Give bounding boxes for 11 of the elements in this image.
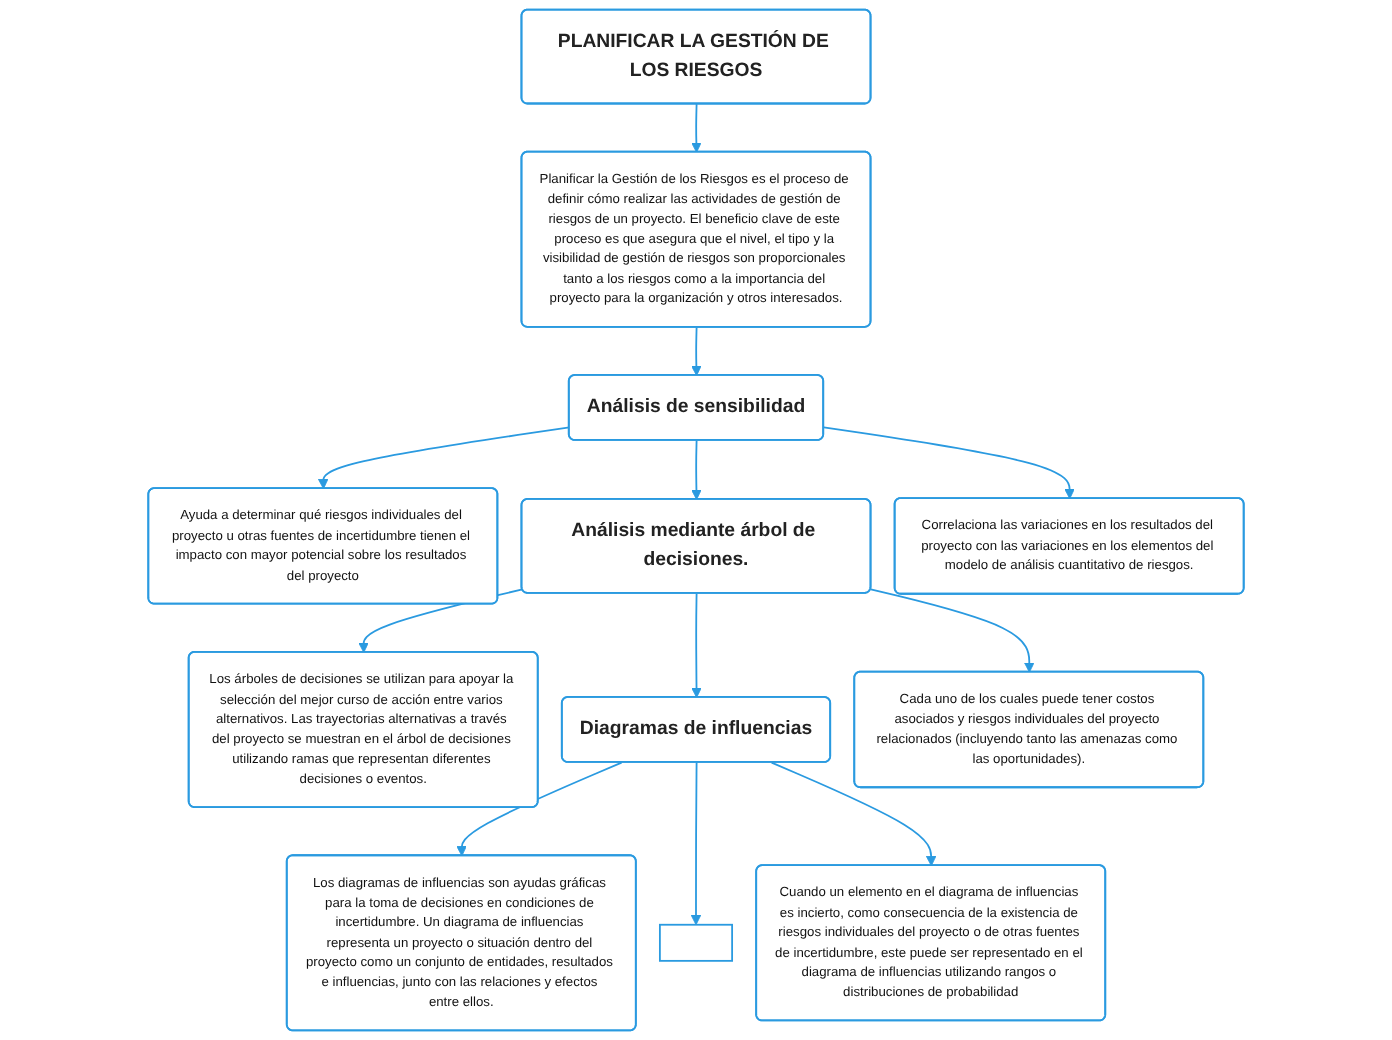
arrow <box>770 761 937 867</box>
arrow <box>690 761 702 926</box>
arrow <box>456 761 623 857</box>
arrow <box>691 103 702 153</box>
arrow <box>869 588 1035 673</box>
arrow <box>822 426 1075 500</box>
node-box <box>659 923 733 962</box>
arrow <box>691 592 702 699</box>
arrow <box>317 426 571 490</box>
arrow <box>691 439 702 500</box>
arrow <box>691 326 702 377</box>
